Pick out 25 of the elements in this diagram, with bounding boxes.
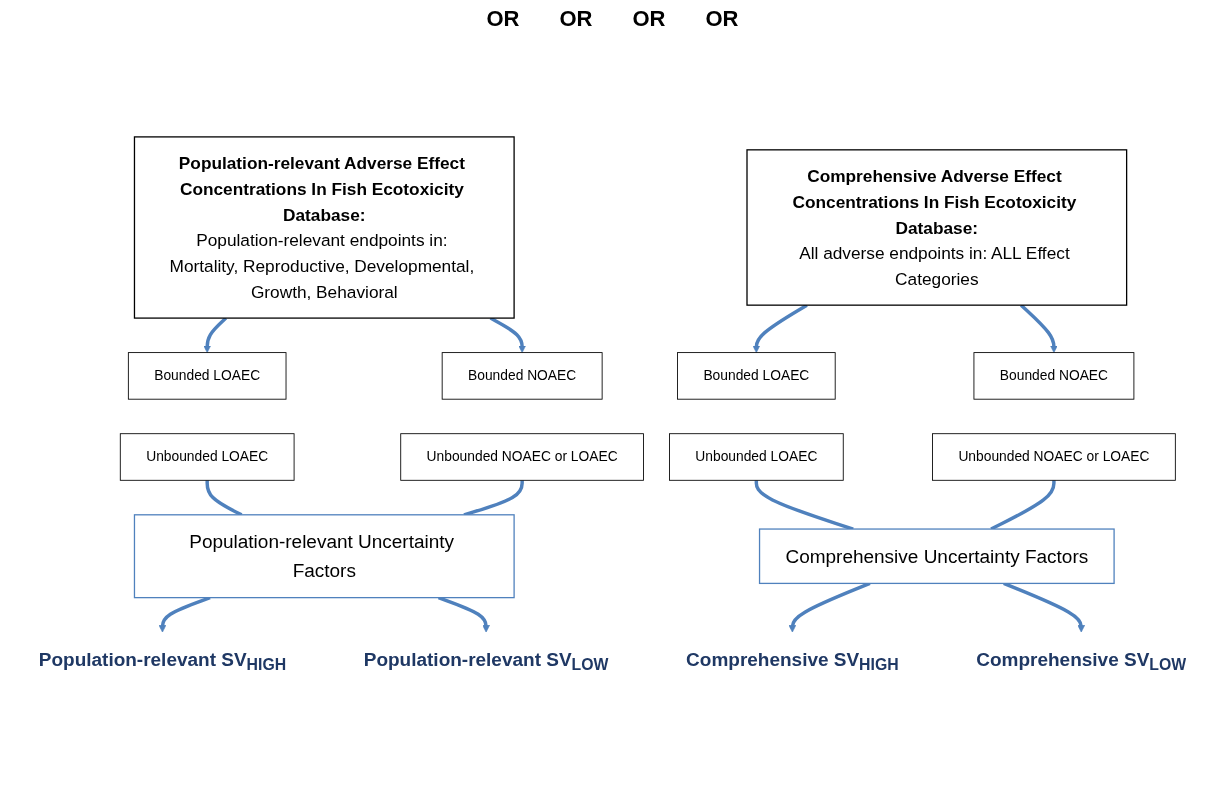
or-label: OR (632, 6, 666, 32)
arrow (489, 316, 526, 353)
node-box: Bounded NOAEC (441, 351, 603, 400)
node-box: Bounded LOAEC (677, 351, 836, 400)
node-box: Unbounded LOAEC (669, 432, 844, 481)
node-text: Comprehensive SV$_{LOW}$ (976, 648, 1187, 674)
connector (205, 479, 243, 516)
or-label: OR (486, 6, 520, 32)
node-text: Population-relevant SV$_{LOW}$ (363, 648, 609, 674)
node-text: Comprehensive SV$_{HIGH}$ (686, 648, 899, 674)
node-box: Unbounded NOAEC or LOAEC (932, 432, 1176, 481)
node-box: Comprehensive Adverse Effect Concentrations In Fish Ecotoxicity Database: All adverse endpoints in: ALL Effect Categories (746, 148, 1128, 306)
node-box: Unbounded LOAEC (119, 432, 295, 481)
node-box: Comprehensive Uncertainty Factors (758, 528, 1115, 584)
arrow (203, 316, 228, 353)
node-text: Population-relevant SV$_{HIGH}$ (38, 648, 287, 674)
node-box: Unbounded NOAEC or LOAEC (400, 432, 644, 481)
node-box: Population-relevant Adverse Effect Concentrations In Fish Ecotoxicity Database: Population-relevant endpoints in: Mortality, Reproductive, Developmental, Growth, Behavioral (133, 135, 515, 319)
node-box: Bounded LOAEC (127, 351, 287, 400)
node-box: Population-relevant Uncertainty Factors (133, 513, 515, 598)
arrow (752, 303, 808, 353)
or-label: OR (559, 6, 593, 32)
or-label: OR (705, 6, 739, 32)
arrow (1019, 303, 1058, 353)
node-box: Bounded NOAEC (973, 351, 1135, 400)
